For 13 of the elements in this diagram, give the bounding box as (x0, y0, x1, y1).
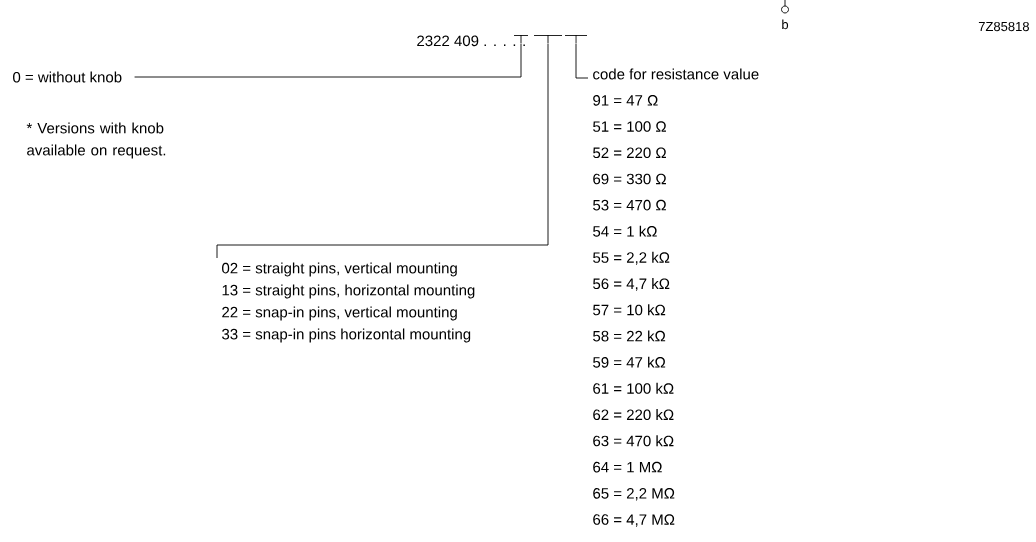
leader-line (216, 43, 549, 259)
bracket (514, 35, 528, 43)
terminal-label: b (782, 19, 789, 30)
leader-line (134, 43, 522, 78)
type-number: 2322 409 . . . . . (417, 35, 525, 47)
footnote: * Versions with knob available on request. (26, 122, 166, 159)
option-text: 0 = without knob (13, 71, 122, 83)
figure-number: 7Z85818 (978, 21, 1029, 32)
option-list: code for resistance value 91 = 47 Ω 51 = 100 Ω 52 = 220 Ω 69 = 330 Ω 53 = 470 Ω 54 = 1 kΩ 55 = 2,2 kΩ 56 = 4,7 kΩ 57 = 10 kΩ 58 = 22 kΩ 59 = 47 kΩ 61 = 100 kΩ 62 = 220 kΩ 63 = 470 kΩ 64 = 1 MΩ 65 = 2,2 MΩ 66 = 4,7 MΩ (593, 68, 759, 527)
leader-line (575, 43, 589, 79)
option-list: 02 = straight pins, vertical mounting 13 = straight pins, horizontal mounting 22 = snap-in pins, vertical mounting 33 = snap-in pins horizontal mounting (222, 262, 475, 343)
bracket (534, 35, 562, 43)
bracket (565, 35, 587, 43)
